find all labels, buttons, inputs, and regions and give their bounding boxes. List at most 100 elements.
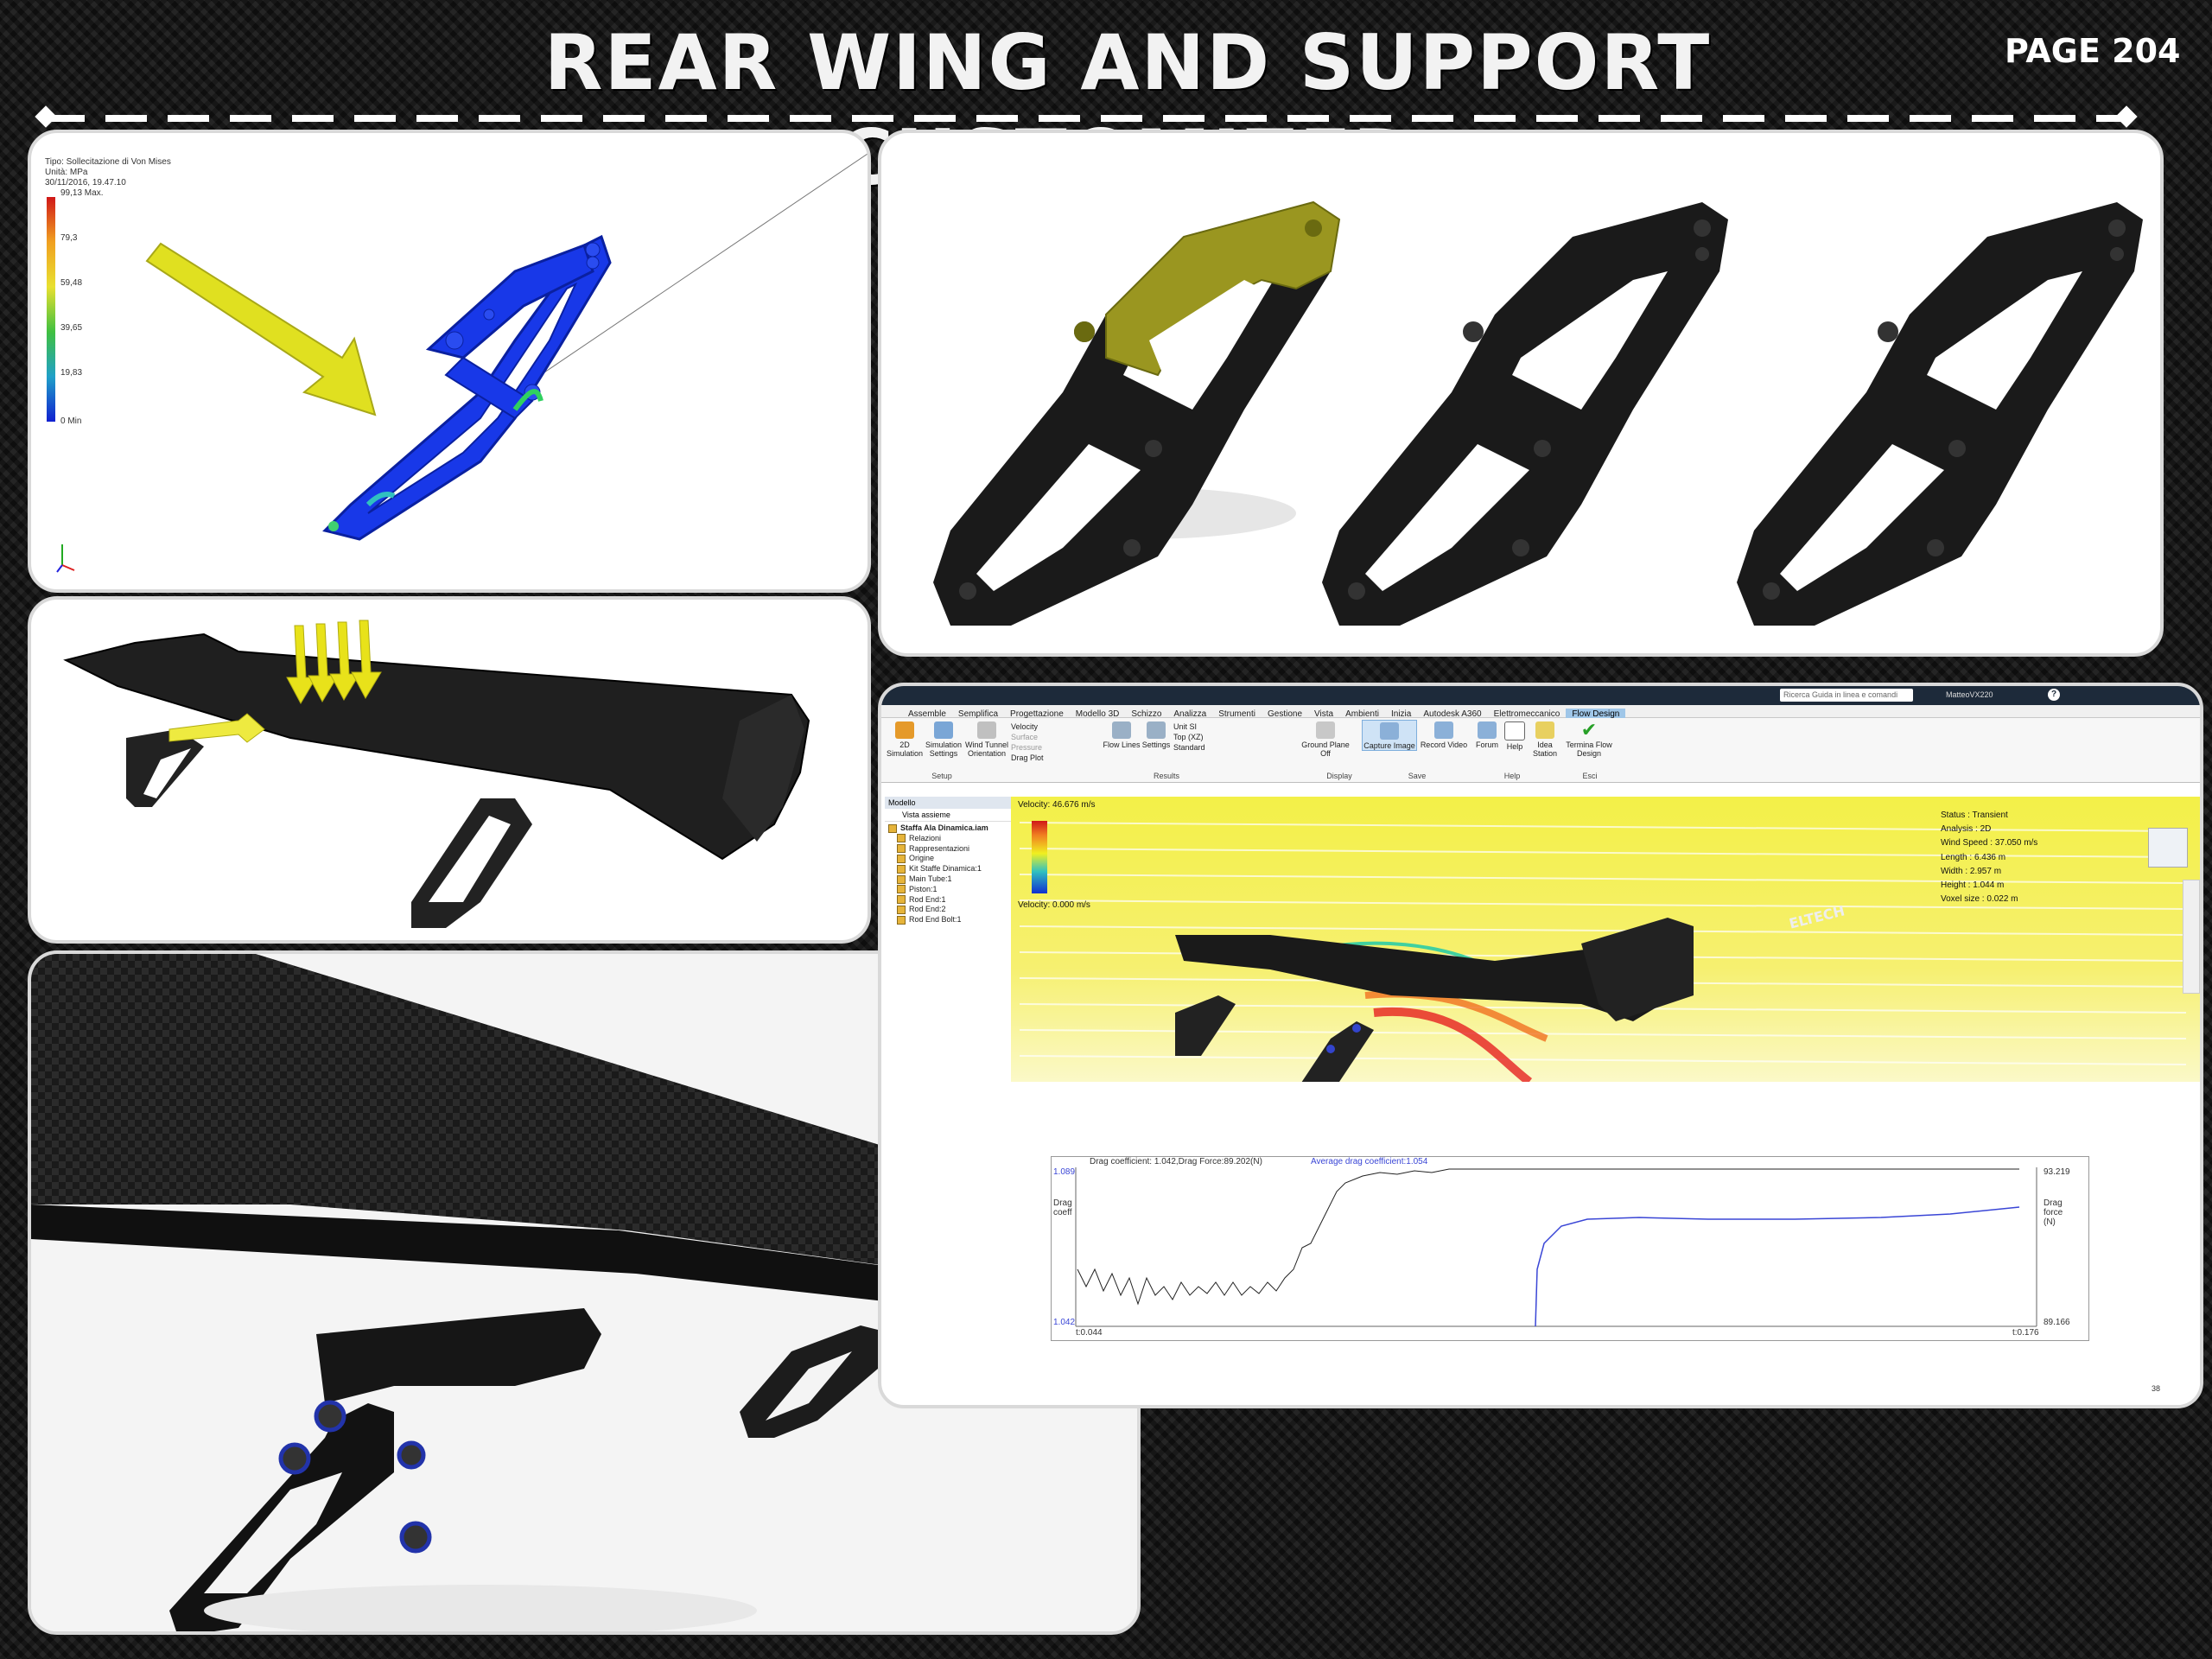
idea-station-button[interactable]: Idea Station	[1529, 721, 1560, 758]
view-dropdown[interactable]: Top (XZ)	[1173, 733, 1204, 741]
tab-modello-3d[interactable]: Modello 3D	[1075, 709, 1120, 719]
simulation-settings-button[interactable]: Simulation Settings	[925, 721, 963, 758]
group-results: Results	[1153, 772, 1179, 780]
help-search-input[interactable]: Ricerca Guida in linea e comandi	[1780, 689, 1913, 702]
wing-load-panel	[28, 596, 871, 944]
part-icon	[897, 874, 906, 884]
forum-button[interactable]: Forum	[1474, 721, 1500, 749]
tree-item[interactable]: Origine	[888, 854, 1007, 864]
folder-icon	[897, 844, 906, 854]
tab-progettazione[interactable]: Progettazione	[1010, 709, 1064, 719]
drag-plot-option[interactable]: Drag Plot	[1011, 753, 1044, 762]
surface-pressure-option[interactable]: Surface Pressure	[1011, 733, 1043, 752]
part-icon	[897, 915, 906, 925]
tab-assemble[interactable]: Assemble	[908, 709, 946, 719]
tab-elettromeccanico[interactable]: Elettromeccanico	[1493, 709, 1560, 719]
scale-max: 99,13 Max.	[60, 188, 104, 198]
scale-value: 39,65	[60, 323, 83, 333]
divider-cap-right	[2115, 105, 2138, 128]
display-options: Unit SI Top (XZ) Standard	[1173, 721, 1222, 753]
tab-flow-design[interactable]: Flow Design	[1566, 709, 1626, 721]
page-number: PAGE 204	[2005, 32, 2181, 70]
group-save: Save	[1408, 772, 1427, 780]
user-account[interactable]: MatteoVX220	[1946, 690, 1993, 699]
ribbon-tabs: Assemble Semplifica Progettazione Modello 3…	[881, 705, 2200, 721]
scale-min: 0 Min	[60, 416, 82, 426]
tree-item[interactable]: Piston:1	[888, 885, 1007, 895]
bracket-renders-illustration	[933, 200, 2143, 626]
folder-icon	[897, 834, 906, 843]
drag-plot: Drag coefficient: 1.042,Drag Force:89.20…	[1051, 1156, 2089, 1341]
scale-value: 59,48	[60, 278, 83, 288]
x-right-label: t:0.176	[2012, 1328, 2039, 1338]
wind-tunnel-orientation-button[interactable]: Wind Tunnel Orientation	[964, 721, 1009, 758]
unit-dropdown[interactable]: Unit SI	[1173, 722, 1198, 731]
part-icon	[897, 864, 906, 874]
status-row: Width : 2.957 m	[1941, 866, 2002, 876]
ribbon-panel: 2D Simulation Simulation Settings Wind T…	[881, 718, 2200, 783]
checkmark-icon: ✔	[1580, 719, 1598, 741]
2d-simulation-button[interactable]: 2D Simulation	[887, 721, 923, 758]
status-row: Analysis : 2D	[1941, 824, 1992, 835]
capture-image-button[interactable]: Capture Image	[1362, 720, 1417, 751]
velocity-option[interactable]: Velocity	[1011, 722, 1039, 731]
scale-value: 79,3	[60, 233, 78, 243]
drag-plot-chart	[1075, 1167, 2037, 1327]
tree-item[interactable]: Rod End:2	[888, 905, 1007, 915]
simulation-status: Status : Transient Analysis : 2D Wind Sp…	[1941, 809, 2062, 906]
tree-item[interactable]: Rod End:1	[888, 895, 1007, 906]
settings-button[interactable]: Settings	[1141, 721, 1172, 749]
part-icon	[897, 885, 906, 894]
status-row: Wind Speed : 37.050 m/s	[1941, 838, 2038, 849]
status-row: Status : Transient	[1941, 810, 2008, 820]
tab-strumenti[interactable]: Strumenti	[1218, 709, 1255, 719]
tab-ambienti[interactable]: Ambienti	[1345, 709, 1379, 719]
results-options: Velocity Surface Pressure Drag Plot	[1011, 721, 1066, 763]
browser-view-dropdown[interactable]: Vista assieme	[885, 809, 1011, 822]
tab-inizia[interactable]: Inizia	[1390, 709, 1412, 719]
tab-autodesk-a360[interactable]: Autodesk A360	[1423, 709, 1482, 719]
tab-vista[interactable]: Vista	[1314, 709, 1334, 719]
help-icon[interactable]: ?	[2048, 689, 2060, 701]
browser-header[interactable]: Modello	[885, 797, 1011, 809]
group-display: Display	[1326, 772, 1352, 780]
tree-item[interactable]: Relazioni	[888, 834, 1007, 844]
assembly-icon	[888, 823, 897, 833]
velocity-color-scale	[1032, 821, 1047, 893]
bracket-renders-panel	[878, 130, 2164, 657]
velocity-min-label: Velocity: 0.000 m/s	[1018, 900, 1090, 910]
tab-semplifica[interactable]: Semplifica	[957, 709, 999, 719]
tree-item[interactable]: Rappresentazioni	[888, 844, 1007, 855]
tab-analizza[interactable]: Analizza	[1173, 709, 1207, 719]
navigation-bar[interactable]	[2183, 880, 2200, 994]
terminate-flow-design-button[interactable]: ✔Termina Flow Design	[1566, 719, 1612, 759]
tab-gestione[interactable]: Gestione	[1267, 709, 1303, 719]
ground-plane-button[interactable]: Ground Plane Off	[1300, 721, 1351, 758]
simulation-viewport[interactable]: Velocity: 46.676 m/s Velocity: 0.000 m/s…	[1011, 797, 2200, 1405]
part-icon	[897, 895, 906, 905]
y-left-top: 1.089	[1053, 1167, 1076, 1177]
y-right-bottom: 89.166	[2044, 1318, 2070, 1327]
status-row: Length : 6.436 m	[1941, 852, 2006, 862]
fem-date-label: 30/11/2016, 19.47.10	[45, 178, 126, 188]
model-browser: Modello Vista assieme Staffa Ala Dinamic…	[885, 797, 1012, 952]
tree-item[interactable]: Rod End Bolt:1	[888, 915, 1007, 925]
help-button[interactable]: Help	[1502, 721, 1528, 751]
page-title: REAR WING AND SUPPORT CUSTOMIZED	[543, 18, 1712, 202]
flow-lines-button[interactable]: Flow Lines	[1103, 721, 1141, 749]
fem-type-label: Tipo: Sollecitazione di Von Mises	[45, 157, 171, 167]
status-row: Voxel size : 0.022 m	[1941, 894, 2018, 905]
tree-item[interactable]: Main Tube:1	[888, 874, 1007, 885]
tree-item[interactable]: Staffa Ala Dinamica.iam	[888, 823, 1007, 834]
tree-item[interactable]: Kit Staffe Dinamica:1	[888, 864, 1007, 874]
folder-icon	[897, 855, 906, 864]
x-left-label: t:0.044	[1076, 1328, 1103, 1338]
view-cube-icon[interactable]	[2148, 828, 2188, 868]
divider-cap-left	[35, 105, 57, 128]
fem-unit-label: Unità: MPa	[45, 168, 88, 177]
tab-schizzo[interactable]: Schizzo	[1131, 709, 1162, 719]
style-dropdown[interactable]: Standard	[1173, 743, 1205, 752]
record-video-button[interactable]: Record Video	[1419, 721, 1469, 749]
average-drag-text: Average drag coefficient:1.054	[1311, 1157, 1428, 1166]
scale-value: 19,83	[60, 368, 83, 378]
